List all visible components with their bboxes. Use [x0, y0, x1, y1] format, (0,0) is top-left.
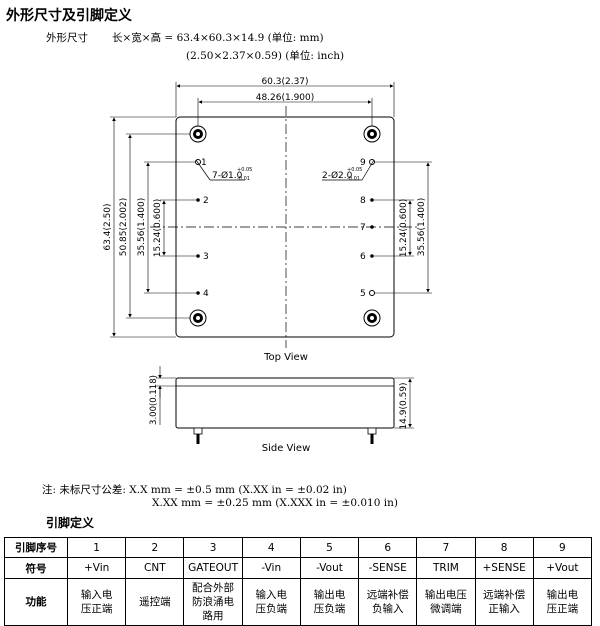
tolerance-note-line2: X.XX mm = ±0.25 mm (X.XXX in = ±0.010 in… [152, 497, 398, 509]
pin-function-line: 输入电 [80, 589, 113, 601]
pin-function-cell: 配合外部防浪涌电路用 [183, 578, 243, 626]
mounting-hole-bottom-right [363, 309, 381, 327]
mounting-hole-bottom-left [189, 309, 207, 327]
row-label-symbol: 符号 [4, 557, 68, 579]
pin-function-line: 配合外部 [192, 582, 235, 594]
pin-hole-5 [369, 290, 375, 296]
pin-number-cell: 5 [299, 537, 360, 558]
mounting-hole-top-right [363, 125, 381, 143]
hole-callout-left: 7-Ø1.0 [212, 170, 243, 181]
pin-function-line: 防浪涌电 [192, 596, 235, 608]
dim-side-pin: 3.00(0.118) [149, 375, 159, 425]
pin-function-line: 压正端 [546, 603, 579, 615]
dim-width-outer: 60.3(2.37) [261, 77, 308, 87]
pin-label-6: 6 [360, 252, 366, 262]
pin-label-1: 1 [201, 158, 207, 168]
pin-function-cell: 远端补偿负输入 [358, 578, 418, 626]
dim-side-height: 14.9(0.59) [399, 382, 409, 429]
dimension-label: 外形尺寸 [46, 32, 88, 44]
pin-function-line: 遥控端 [139, 596, 171, 608]
dim-width-pins: 48.26(1.900) [256, 93, 315, 103]
row-label-function: 功能 [4, 578, 68, 626]
dim-right-span: 35.56(1.400) [417, 198, 427, 257]
pin-label-3: 3 [203, 252, 209, 262]
dim-left-inner: 15.24(0.600) [153, 199, 163, 258]
dim-length-outer: 63.4(2.50) [103, 203, 113, 250]
table-row-function: 功能 输入电压正端 遥控端 配合外部防浪涌电路用 输入电压负端 输出电压负端 远… [4, 578, 593, 626]
pin-number-cell: 1 [66, 537, 127, 558]
pin-symbol-cell: +Vin [66, 557, 127, 579]
dimension-formula-inch: (2.50×2.37×0.59) (单位: inch) [186, 50, 345, 62]
pin-function-line: 微调端 [430, 603, 462, 615]
pin-function-line: 输出电压 [424, 589, 467, 601]
tolerance-note-line1: 注: 未标尺寸公差: X.X mm = ±0.5 mm (X.XX in = ±… [42, 484, 347, 496]
pin-symbol-cell: +SENSE [474, 557, 534, 579]
pin-function-line: 远端补偿 [366, 589, 409, 601]
pin-function-cell: 输出电压负端 [299, 578, 360, 626]
pin-hole-3 [196, 254, 200, 258]
pin-number-cell: 2 [125, 537, 185, 558]
pin-label-8: 8 [360, 196, 366, 206]
pin-symbol-cell: CNT [125, 557, 185, 579]
hole-callout-right-tol-top: +0.05 [347, 167, 362, 173]
pin-number-cell: 8 [474, 537, 534, 558]
pin-hole-6 [370, 254, 374, 258]
dimension-formula-mm: 长×宽×高 = 63.4×60.3×14.9 (单位: mm) [112, 32, 324, 44]
pin-function-cell: 输出电压正端 [532, 578, 593, 626]
hole-callout-right: 2-Ø2.0 [322, 170, 353, 181]
side-view-label: Side View [262, 443, 311, 454]
pin-function-line: 压负端 [313, 603, 346, 615]
pin-label-4: 4 [203, 289, 209, 299]
dim-right-inner: 15.24(0.600) [399, 199, 409, 258]
pin-function-line: 输出电 [313, 589, 346, 601]
pin-function-line: 输出电 [546, 589, 579, 601]
pin-symbol-cell: TRIM [416, 557, 476, 579]
pin-number-cell: 3 [183, 537, 243, 558]
pin-label-9: 9 [360, 158, 366, 168]
dim-length-pins: 50.85(2.002) [119, 198, 129, 257]
pin-symbol-cell: -SENSE [358, 557, 418, 579]
row-label-pin-number: 引脚序号 [4, 537, 68, 558]
pin-label-2: 2 [203, 196, 209, 206]
pin-label-7: 7 [360, 223, 366, 233]
table-row-pin-number: 引脚序号 1 2 3 4 5 6 7 8 9 [4, 537, 593, 558]
pin-function-cell: 遥控端 [125, 578, 185, 626]
pin-number-cell: 4 [241, 537, 301, 558]
dim-left-span: 35.56(1.400) [137, 198, 147, 257]
table-row-symbol: 符号 +Vin CNT GATEOUT -Vin -Vout -SENSE TR… [4, 557, 593, 579]
mounting-hole-top-left [189, 125, 207, 143]
pin-function-line: 正输入 [488, 603, 520, 615]
pin-function-line: 压正端 [80, 603, 113, 615]
pin-hole-2 [196, 198, 200, 202]
hole-callout-left-tol-top: +0.05 [237, 167, 252, 173]
pin-hole-4 [196, 291, 200, 295]
pin-function-cell: 远端补偿正输入 [474, 578, 534, 626]
pin-label-5: 5 [360, 289, 366, 299]
pin-symbol-cell: GATEOUT [183, 557, 243, 579]
pin-symbol-cell: -Vin [241, 557, 301, 579]
pin-number-cell: 6 [358, 537, 418, 558]
pin-number-cell: 7 [416, 537, 476, 558]
pin-number-cell: 9 [532, 537, 593, 558]
pin-function-line: 路用 [202, 610, 224, 622]
pin-function-line: 远端补偿 [483, 589, 526, 601]
pin-function-line: 输入电 [255, 589, 288, 601]
pin-function-line: 负输入 [371, 603, 404, 615]
hole-callout-left-tol-bot: -0.01 [237, 176, 250, 182]
pin-hole-7 [370, 225, 374, 229]
pin-function-line: 压负端 [255, 603, 288, 615]
pin-function-cell: 输入电压负端 [241, 578, 301, 626]
pin-section-title: 引脚定义 [46, 516, 95, 530]
pin-symbol-cell: -Vout [299, 557, 360, 579]
hole-callout-right-tol-bot: -0.01 [347, 176, 360, 182]
pin-hole-8 [370, 198, 374, 202]
module-side-outline [175, 377, 395, 429]
page-title: 外形尺寸及引脚定义 [6, 8, 132, 24]
pin-symbol-cell: +Vout [532, 557, 593, 579]
pin-definition-table: 引脚序号 1 2 3 4 5 6 7 8 9 符号 +Vin CNT GATEO… [4, 537, 593, 626]
pin-function-cell: 输出电压微调端 [416, 578, 476, 626]
top-view-label: Top View [263, 352, 308, 363]
pin-function-cell: 输入电压正端 [66, 578, 127, 626]
mechanical-drawing: 1 2 3 4 9 8 7 6 5 7-Ø1.0 +0.05 -0.01 2-Ø… [103, 77, 432, 454]
